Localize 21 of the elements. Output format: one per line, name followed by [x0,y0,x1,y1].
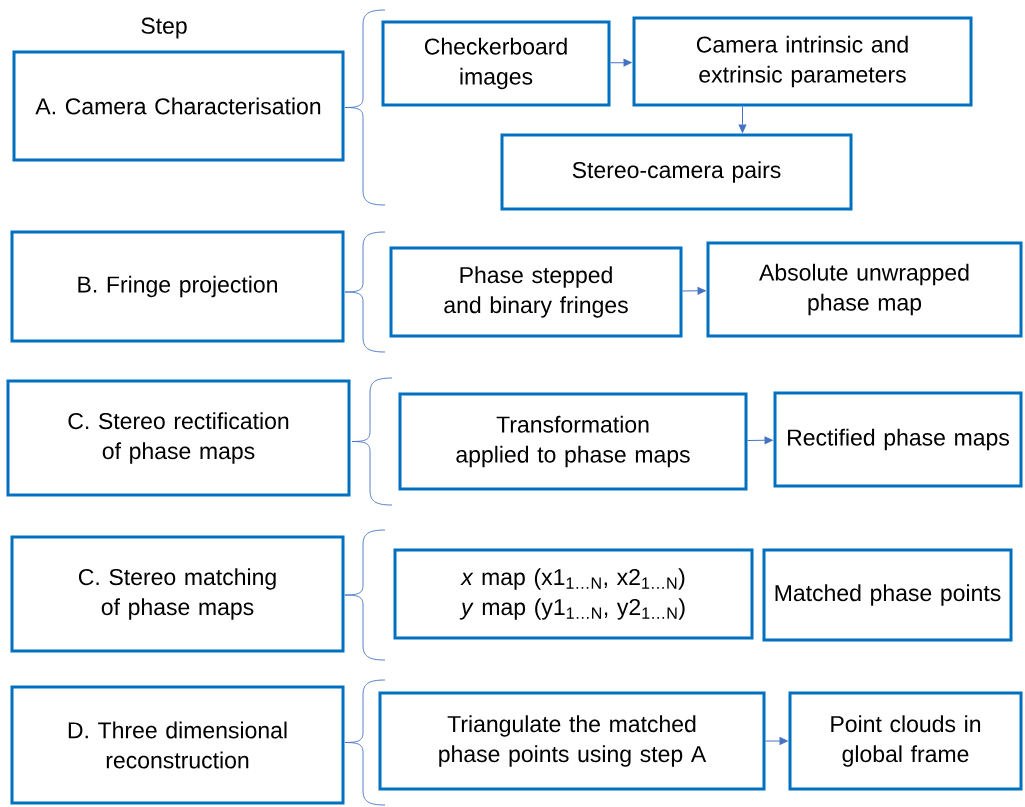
process-box: Phase stepped and binary fringes [389,246,683,338]
step-box: B. Fringe projection [10,230,345,343]
step-box: D. Three dimensional reconstruction [10,685,345,805]
arrow [738,106,747,133]
arrow [765,737,788,745]
process-box: Triangulate the matched phase points using step A [378,691,766,791]
process-box: Matched phase points [762,548,1013,642]
process-box: Transformation applied to phase maps [398,392,748,491]
arrow [682,286,706,295]
step-box: C. Stereo matching of phase maps [10,535,345,653]
arrow [747,436,773,445]
process-box: Camera intrinsic and extrinsic parameters [632,16,973,107]
step-box: A. Camera Characterisation [12,50,345,162]
process-box: Absolute unwrapped phase map [706,241,1023,338]
process-box: Checkerboard images [381,20,611,107]
process-box: Stereo-camera pairs [500,133,853,211]
step-box: C. Stereo rectification of phase maps [6,379,351,497]
arrow [610,58,632,67]
process-box: x map (x1$_{1…N}$, x2$_{1…N}$) y map (y1$_{1…N}$, y2$_{1…N}$) [393,548,754,640]
process-box: Point clouds in global frame [788,691,1023,791]
process-box: Rectified phase maps [773,391,1023,488]
